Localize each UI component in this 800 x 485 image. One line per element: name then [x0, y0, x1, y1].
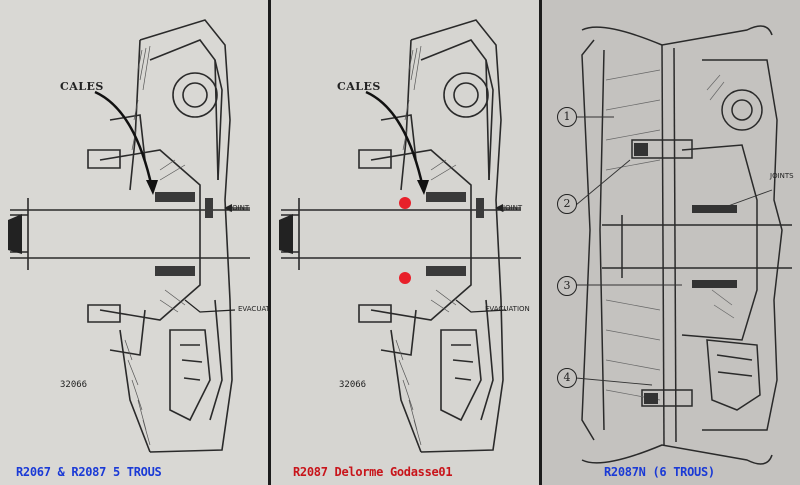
panel-caption: R2067 & R2087 5 TROUS [16, 465, 162, 479]
diagram-panel-right: 1 2 3 4 JOINTS R2087N (6 TROUS) [542, 0, 800, 485]
panel-divider [268, 0, 271, 485]
reference-number: 32066 [339, 380, 367, 390]
diagram-panel-middle: CALES JOINT EVACUATION 32066 R2087 Delor… [271, 0, 539, 485]
reference-number: 32066 [60, 380, 88, 390]
highlight-marker-upper [399, 197, 411, 209]
hub-cross-section-drawing-annotated [279, 19, 521, 453]
hub-6-hole-drawing [575, 25, 792, 465]
panel-caption: R2087N (6 TROUS) [604, 465, 715, 479]
joints-label: JOINTS [770, 172, 794, 180]
hub-cross-section-drawing [8, 19, 250, 453]
joint-label: JOINT [230, 204, 250, 212]
callout-3: 3 [557, 276, 577, 296]
callout-2: 2 [557, 194, 577, 214]
joint-label: JOINT [503, 204, 523, 212]
callout-1: 1 [557, 107, 577, 127]
panel-caption: R2087 Delorme Godasse01 [293, 465, 453, 479]
cales-label: CALES [60, 80, 104, 93]
diagram-panel-left: CALES JOINT EVACUATION 32066 R2067 & R20… [0, 0, 268, 485]
callout-4: 4 [557, 368, 577, 388]
panel-divider [539, 0, 542, 485]
evacuation-label: EVACUATION [238, 305, 268, 313]
evacuation-label: EVACUATION [485, 305, 530, 313]
highlight-marker-lower [399, 272, 411, 284]
cales-label: CALES [337, 80, 381, 93]
